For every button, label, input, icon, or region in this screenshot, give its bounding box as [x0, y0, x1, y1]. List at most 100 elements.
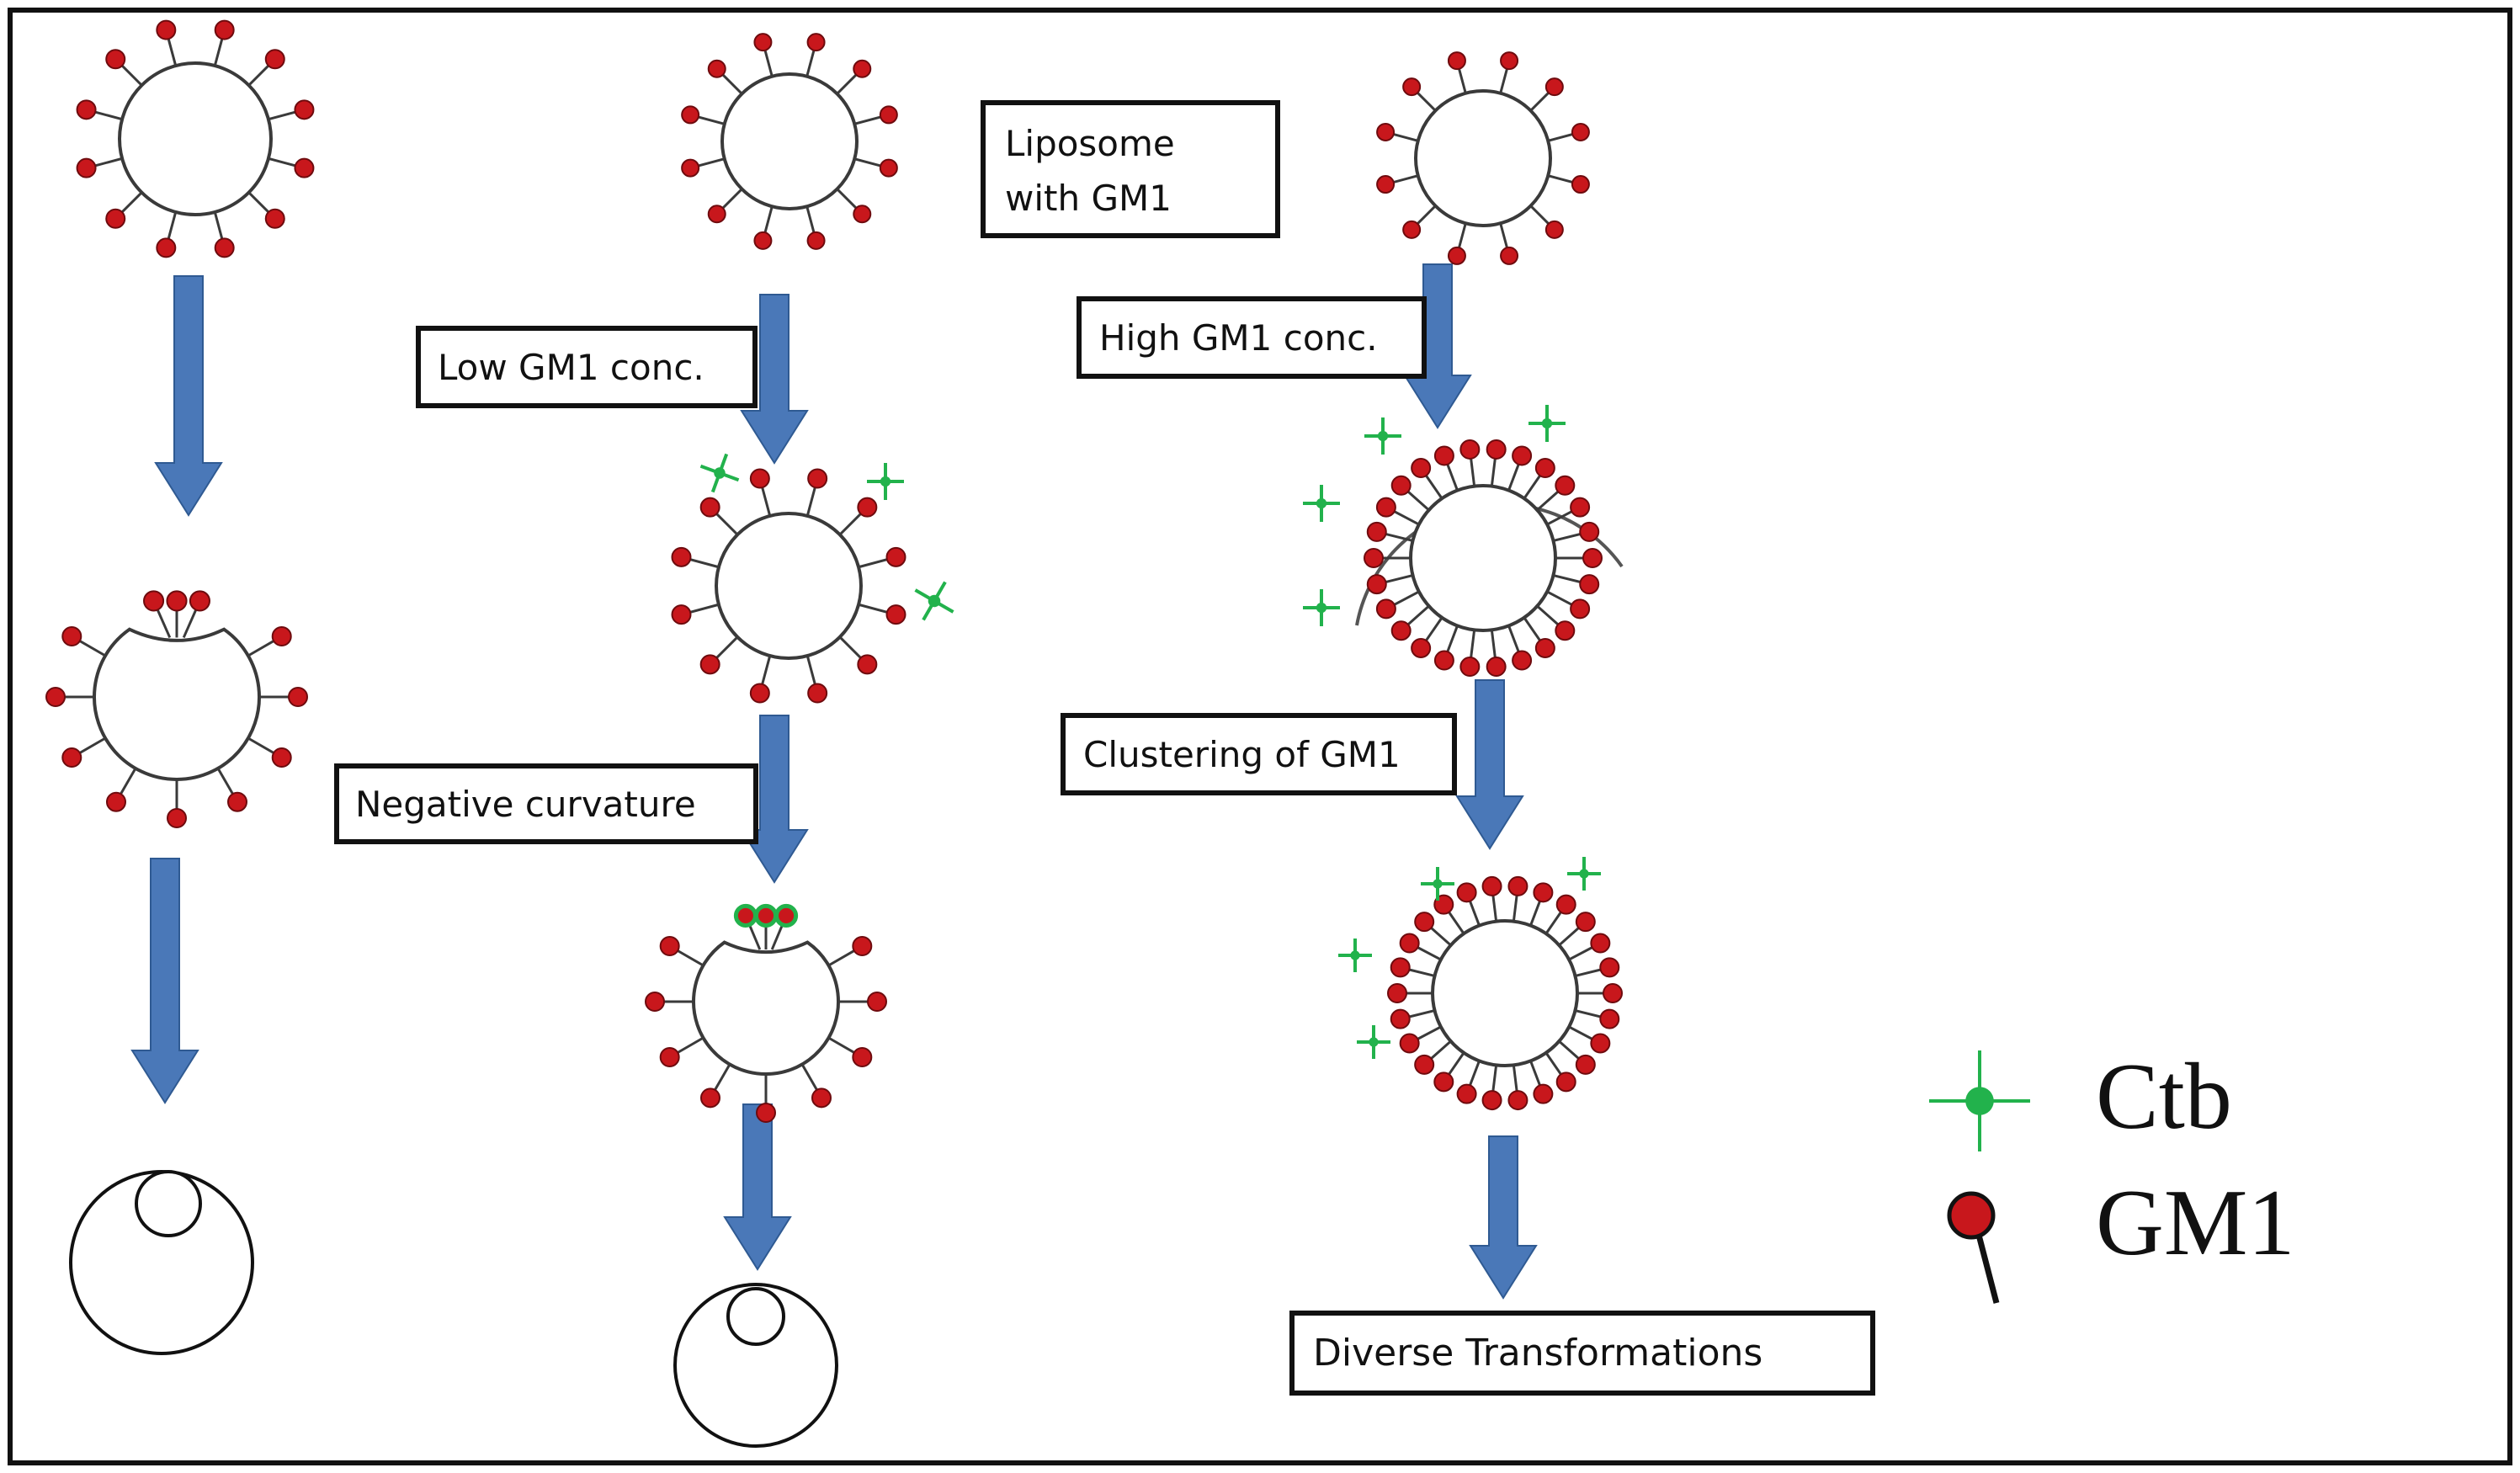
- gm1-head: [1459, 657, 1481, 678]
- label-high-gm1-conc: High GM1 conc.: [1077, 296, 1427, 379]
- gm1-head: [1366, 521, 1387, 542]
- vesicles-layer: [45, 19, 1624, 1448]
- gm1-head: [681, 105, 700, 125]
- gm1-head: [1433, 445, 1454, 466]
- gm1-head: [1571, 175, 1590, 194]
- gm1-head: [156, 237, 177, 258]
- gm1-head: [1402, 220, 1422, 239]
- liposome-membrane: [1414, 89, 1552, 227]
- outer-vesicle: [673, 1283, 838, 1448]
- gm1-head: [1533, 1083, 1554, 1104]
- ctb-protein: [1567, 857, 1601, 891]
- legend-gm1-head: [1947, 1191, 1996, 1240]
- gm1-head: [807, 468, 828, 489]
- ctb-core: [1541, 417, 1553, 429]
- col1-budded-vesicle: [69, 1170, 254, 1355]
- gm1-head: [1507, 875, 1528, 896]
- ctb-protein: [699, 453, 740, 493]
- label-negative-curvature-text: Negative curvature: [355, 784, 696, 825]
- liposome-membrane: [118, 61, 273, 216]
- gm1-head: [879, 105, 898, 125]
- label-low-gm1-conc: Low GM1 conc.: [416, 326, 758, 408]
- gm1-head: [61, 747, 82, 768]
- gm1-head: [156, 19, 177, 40]
- gm1-head: [1579, 521, 1600, 542]
- liposome-membrane: [1409, 484, 1557, 632]
- col2-liposome: [681, 33, 898, 250]
- gm1-head: [1575, 1054, 1596, 1075]
- gm1-head: [1533, 882, 1554, 903]
- gm1-head: [1534, 637, 1555, 658]
- gm1-head: [294, 99, 315, 120]
- gm1-head: [879, 158, 898, 178]
- gm1-head: [1582, 548, 1603, 568]
- col2-arrow-1: [740, 294, 809, 465]
- col2-ctb-liposome: [671, 453, 954, 704]
- gm1-head: [1512, 650, 1533, 671]
- gm1-head: [1399, 933, 1420, 954]
- gm1-head: [699, 497, 720, 518]
- col2-dented-vesicle: [645, 903, 887, 1123]
- gm1-head: [1555, 894, 1576, 915]
- legend: Ctb GM1: [1929, 1045, 2294, 1304]
- gm1-head: [1399, 1033, 1420, 1054]
- gm1-head: [853, 205, 872, 224]
- gm1-head: [214, 19, 235, 40]
- gm1-head: [1402, 77, 1422, 97]
- label-liposome-line2: with GM1: [1005, 178, 1172, 219]
- gm1-head: [1486, 439, 1507, 460]
- gm1-head: [45, 687, 66, 707]
- liposome-membrane: [715, 512, 863, 660]
- gm1-head: [1599, 1008, 1620, 1029]
- ctb-core: [928, 594, 941, 608]
- ctb-core: [714, 467, 726, 479]
- gm1-head: [271, 747, 292, 768]
- gm1-head: [166, 590, 188, 612]
- gm1-head: [214, 237, 235, 258]
- col1-arrow-1: [154, 275, 223, 517]
- gm1-head: [1376, 122, 1396, 141]
- ctb-core: [1965, 1087, 1994, 1115]
- ctb-protein: [1338, 939, 1372, 972]
- dented-membrane: [692, 940, 840, 1076]
- gm1-head: [852, 1047, 873, 1067]
- gm1-head: [1414, 1054, 1435, 1075]
- gm1-head: [1544, 77, 1564, 97]
- ctb-core: [1316, 602, 1327, 614]
- gm1-head: [699, 654, 720, 675]
- gm1-head: [1544, 220, 1564, 239]
- gm1-head: [1447, 51, 1466, 71]
- gm1-head: [811, 1087, 832, 1109]
- gm1-head: [853, 59, 872, 78]
- gm1-head: [1534, 458, 1555, 479]
- legend-gm1-symbol: [1947, 1191, 2000, 1304]
- gm1-head: [671, 546, 692, 567]
- ctb-core: [880, 476, 891, 487]
- ctb-core: [1433, 879, 1443, 889]
- gm1-head: [753, 903, 779, 928]
- gm1-head: [659, 936, 680, 956]
- gm1-head: [1571, 122, 1590, 141]
- label-diverse-transformations: Diverse Transformations: [1289, 1311, 1875, 1396]
- label-liposome-line1: Liposome: [1005, 123, 1175, 164]
- gm1-head: [1579, 574, 1600, 595]
- ctb-protein: [914, 581, 954, 621]
- inner-vesicle: [135, 1170, 202, 1237]
- arrows-layer: [130, 263, 1538, 1300]
- col3-arrow-3: [1469, 1135, 1538, 1300]
- gm1-head: [1512, 445, 1533, 466]
- gm1-head: [852, 936, 873, 956]
- gm1-head: [707, 205, 726, 224]
- gm1-head: [271, 626, 292, 646]
- ctb-core: [1377, 430, 1389, 442]
- gm1-head: [1411, 458, 1432, 479]
- gm1-head: [1555, 1072, 1576, 1093]
- gm1-head: [885, 604, 906, 625]
- gm1-head: [1599, 957, 1620, 978]
- ctb-protein: [1929, 1050, 2030, 1151]
- ctb-protein: [1303, 485, 1340, 522]
- col3-clustered-liposome: [1338, 857, 1623, 1111]
- gm1-head: [1375, 598, 1396, 620]
- ctb-core: [1316, 497, 1327, 509]
